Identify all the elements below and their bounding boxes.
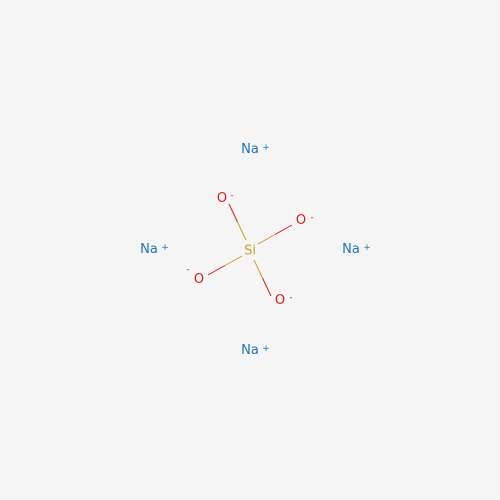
sodium-atom: Na: [241, 343, 259, 358]
sodium-charge: +: [161, 243, 169, 253]
sodium-atom: Na: [342, 242, 360, 257]
oxygen-atom: O: [296, 213, 306, 228]
silicon-atom: Si: [244, 244, 256, 259]
bond-si-o-top: [228, 203, 247, 241]
bond-si-o-right: [257, 224, 293, 245]
oxygen-charge: -: [310, 213, 313, 223]
sodium-charge: +: [262, 344, 270, 354]
oxygen-charge: -: [186, 265, 189, 275]
sodium-charge: +: [363, 243, 371, 253]
oxygen-atom: O: [217, 191, 227, 206]
oxygen-atom: O: [194, 272, 204, 287]
sodium-atom: Na: [140, 242, 158, 257]
bond-si-o-bottom: [253, 259, 272, 297]
oxygen-charge: -: [230, 191, 233, 201]
sodium-charge: +: [262, 143, 270, 153]
bond-si-o-left: [207, 255, 243, 276]
sodium-atom: Na: [241, 142, 259, 157]
oxygen-charge: -: [289, 293, 292, 303]
oxygen-atom: O: [275, 293, 285, 308]
